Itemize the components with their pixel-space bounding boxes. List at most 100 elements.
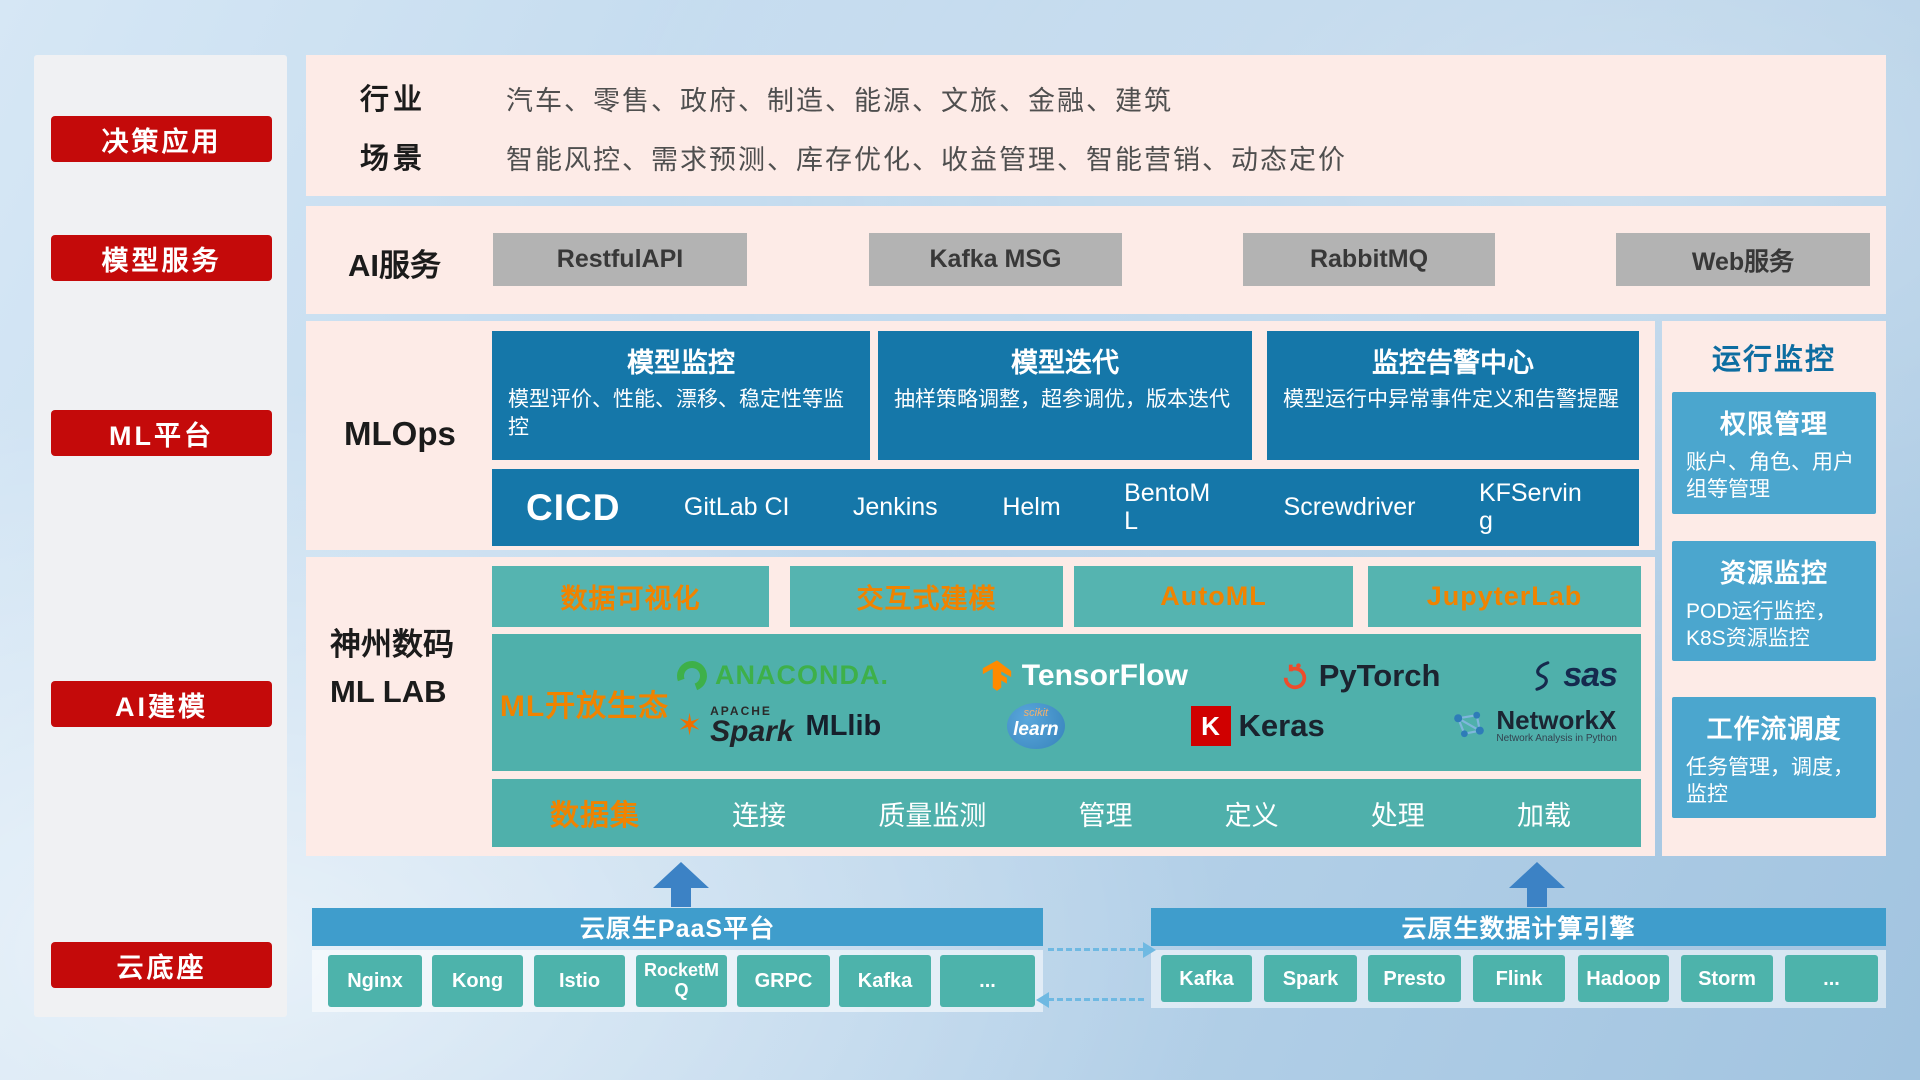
engine-chip-storm: Storm <box>1681 955 1773 1002</box>
model-iteration-title: 模型迭代 <box>1011 348 1119 378</box>
sas-icon <box>1535 660 1550 691</box>
engine-chip-hadoop: Hadoop <box>1578 955 1669 1002</box>
engine-chip-kafka: Kafka <box>1161 955 1252 1002</box>
anaconda-logo: ANACONDA. <box>672 655 889 696</box>
dashed-arrow-right-icon <box>1048 942 1156 958</box>
paas-chip-kong: Kong <box>432 955 523 1007</box>
sas-label: sas <box>1563 656 1618 694</box>
up-arrow-left-icon <box>653 862 709 907</box>
workflow-scheduling-title: 工作流调度 <box>1706 714 1842 744</box>
tensorflow-label: TensorFlow <box>1021 658 1188 692</box>
scenario-list: 智能风控、需求预测、库存优化、收益管理、智能营销、动态定价 <box>506 145 1347 175</box>
pytorch-label: PyTorch <box>1318 657 1441 693</box>
mlops-label: MLOps <box>344 415 456 452</box>
networkx-subtitle: Network Analysis in Python <box>1496 733 1617 745</box>
permission-management-desc: 账户、角色、用户组等管理 <box>1686 451 1854 502</box>
cicd-item-bentoml: BentoML <box>1124 479 1211 535</box>
paas-chip-grpc: GRPC <box>737 955 830 1007</box>
engine-chip-more: ... <box>1785 955 1878 1002</box>
ai-service-label: AI服务 <box>348 248 441 283</box>
keras-logo: K Keras <box>1190 706 1325 746</box>
resource-monitoring-desc: POD运行监控，K8S资源监控 <box>1686 600 1837 651</box>
permission-management-card: 权限管理 账户、角色、用户组等管理 <box>1672 392 1876 514</box>
cicd-item-helm: Helm <box>1002 492 1061 521</box>
model-monitoring-desc: 模型评价、性能、漂移、稳定性等监控 <box>508 388 844 440</box>
scikit-learn-logo: scikit learn <box>1006 703 1065 749</box>
jupyterlab-button: JupyterLab <box>1368 566 1641 627</box>
mllab-label: 神州数码 ML LAB <box>330 622 454 715</box>
paas-chip-rocketmq: RocketMQ <box>636 955 727 1007</box>
runtime-monitoring-title: 运行监控 <box>1711 344 1836 376</box>
alert-center-title: 监控告警中心 <box>1372 348 1534 378</box>
industry-list: 汽车、零售、政府、制造、能源、文旅、金融、建筑 <box>506 86 1173 116</box>
paas-chip-istio: Istio <box>534 955 625 1007</box>
engine-chip-presto: Presto <box>1368 955 1461 1002</box>
dataset-item-define: 定义 <box>1224 800 1279 831</box>
sidebar-item-cloud-base: 云底座 <box>51 942 272 988</box>
anaconda-label: ANACONDA. <box>715 660 889 690</box>
dataset-label: 数据集 <box>550 800 641 832</box>
dataset-item-quality: 质量监测 <box>878 800 987 831</box>
restfulapi-button: RestfulAPI <box>493 233 747 286</box>
dataset-item-load: 加载 <box>1516 800 1571 831</box>
tensorflow-icon <box>982 659 1011 691</box>
cicd-item-screwdriver: Screwdriver <box>1283 492 1416 521</box>
model-monitoring-card: 模型监控 模型评价、性能、漂移、稳定性等监控 <box>492 331 870 460</box>
model-monitoring-title: 模型监控 <box>627 348 735 378</box>
kafka-msg-button: Kafka MSG <box>869 233 1122 286</box>
dataset-item-connect: 连接 <box>732 800 787 831</box>
sidebar-item-ml-platform: ML平台 <box>51 410 272 456</box>
data-engine-bar: 云原生数据计算引擎 <box>1151 908 1886 946</box>
workflow-scheduling-card: 工作流调度 任务管理，调度，监控 <box>1672 697 1876 818</box>
sidebar-item-decision-apps: 决策应用 <box>51 116 272 162</box>
networkx-logo: NetworkX Network Analysis in Python <box>1450 705 1617 745</box>
resource-monitoring-card: 资源监控 POD运行监控，K8S资源监控 <box>1672 541 1876 661</box>
automl-button: AutoML <box>1074 566 1353 627</box>
model-iteration-desc: 抽样策略调整，超参调优，版本迭代 <box>894 388 1230 411</box>
application-layer-panel <box>306 55 1886 196</box>
dataset-item-process: 处理 <box>1370 800 1425 831</box>
ml-ecosystem-panel: ML开放生态 ANACONDA. TensorFlow <box>492 634 1641 771</box>
web-service-button: Web服务 <box>1616 233 1870 286</box>
workflow-scheduling-desc: 任务管理，调度，监控 <box>1686 756 1854 807</box>
cicd-item-kfserving: KFServing <box>1478 479 1582 535</box>
cicd-label: CICD <box>526 486 621 528</box>
keras-icon: K <box>1190 706 1231 746</box>
spark-mllib-logo: ✶ APACHE Spark MLlib <box>677 705 881 747</box>
engine-chip-spark: Spark <box>1264 955 1357 1002</box>
learn-label: learn <box>1013 719 1059 740</box>
paas-platform-bar: 云原生PaaS平台 <box>312 908 1043 946</box>
scenario-label: 场景 <box>360 143 427 175</box>
ml-ecosystem-label: ML开放生态 <box>499 689 670 723</box>
spark-label: Spark <box>710 715 794 748</box>
dataset-item-manage: 管理 <box>1078 800 1133 831</box>
networkx-icon <box>1454 711 1485 738</box>
pytorch-icon <box>1283 662 1306 689</box>
mllab-label-line1: 神州数码 <box>330 627 454 662</box>
alert-center-card: 监控告警中心 模型运行中异常事件定义和告警提醒 <box>1267 331 1639 460</box>
industry-label: 行业 <box>360 84 427 116</box>
cicd-item-gitlab-ci: GitLab CI <box>683 492 790 521</box>
sidebar <box>34 55 287 1017</box>
scikit-label: scikit <box>1023 707 1049 719</box>
model-iteration-card: 模型迭代 抽样策略调整，超参调优，版本迭代 <box>878 331 1252 460</box>
mllib-label: MLlib <box>805 709 882 742</box>
paas-chip-nginx: Nginx <box>328 955 422 1007</box>
paas-chip-more: ... <box>940 955 1035 1007</box>
up-arrow-right-icon <box>1509 862 1565 907</box>
interactive-modeling-button: 交互式建模 <box>790 566 1063 627</box>
scikit-learn-icon: scikit learn <box>1006 703 1065 749</box>
networkx-label: NetworkX <box>1496 705 1617 736</box>
pytorch-logo: PyTorch <box>1279 657 1441 694</box>
dashed-arrow-left-icon <box>1036 992 1144 1008</box>
rabbitmq-button: RabbitMQ <box>1243 233 1495 286</box>
alert-center-desc: 模型运行中异常事件定义和告警提醒 <box>1283 388 1619 411</box>
engine-chip-flink: Flink <box>1473 955 1565 1002</box>
data-visualization-button: 数据可视化 <box>492 566 769 627</box>
cicd-item-jenkins: Jenkins <box>852 492 938 521</box>
cicd-bar: CICD GitLab CI Jenkins Helm BentoML Scre… <box>492 469 1639 546</box>
tensorflow-logo: TensorFlow <box>980 659 1188 693</box>
spark-star-icon: ✶ <box>677 709 703 742</box>
permission-management-title: 权限管理 <box>1719 409 1828 439</box>
